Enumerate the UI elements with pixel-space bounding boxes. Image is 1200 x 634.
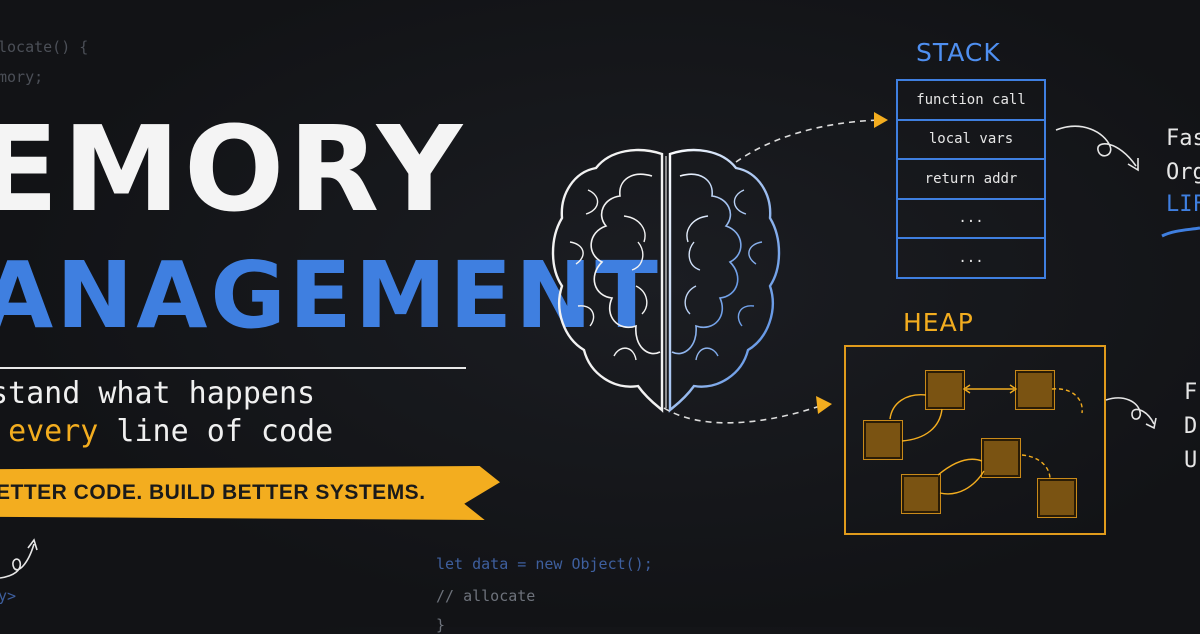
subtitle-prefix — [0, 414, 8, 449]
dashed-arrow-icon — [663, 396, 832, 424]
stack-cell: ... — [898, 200, 1044, 239]
subtitle-accent-word: every — [8, 414, 99, 449]
heap-note-3: U — [1184, 448, 1198, 473]
heap-node — [926, 371, 964, 409]
heap-links — [889, 384, 1083, 495]
stack-note-2: Org — [1166, 160, 1200, 185]
code-snippet-left: y> — [0, 587, 17, 605]
heap-node — [1038, 479, 1076, 517]
tagline-text: ETTER CODE. BUILD BETTER SYSTEMS. — [0, 481, 426, 504]
code-snippet-bottom-2: // allocate — [436, 587, 536, 605]
loop-arrow-icon — [1055, 125, 1139, 172]
subtitle-line-1: stand what happens — [0, 376, 316, 411]
code-snippet-bottom-1: let data = new Object(); — [436, 555, 653, 573]
loop-arrow-icon — [1105, 397, 1157, 430]
loop-arrow-icon — [0, 538, 38, 579]
heap-node — [864, 421, 902, 459]
dashed-arrow-icon — [735, 112, 888, 163]
brain-icon — [551, 148, 781, 413]
stack-cell: return addr — [898, 160, 1044, 200]
heap-title: HEAP — [903, 308, 974, 337]
heap-node — [1016, 371, 1054, 409]
stack-note-1: Fas — [1166, 126, 1200, 151]
code-snippet-top-2: mory; — [0, 68, 44, 86]
title-line-2: ANAGEMENT — [0, 242, 661, 349]
stack-title: STACK — [916, 38, 1001, 67]
heap-diagram — [844, 345, 1106, 535]
stack-cell: ... — [958, 249, 984, 266]
heap-node — [902, 475, 940, 513]
heap-note-1: F — [1184, 380, 1198, 405]
stack-diagram: function call local vars return addr ...… — [896, 79, 1046, 279]
title-divider — [0, 367, 466, 369]
stack-note-3: LIF — [1166, 192, 1200, 217]
stack-cell: function call — [898, 81, 1044, 121]
subtitle-suffix: line of code — [98, 414, 334, 449]
title-line-1: EMORY — [0, 100, 467, 238]
heap-node — [982, 439, 1020, 477]
subtitle-line-2: every line of code — [0, 414, 333, 449]
heap-note-2: D — [1184, 414, 1198, 439]
stack-cell: local vars — [898, 121, 1044, 160]
code-snippet-top-1: locate() { — [0, 38, 89, 56]
underline-stroke — [1161, 226, 1200, 238]
code-snippet-bottom-3: } — [436, 616, 446, 634]
tagline-banner — [0, 466, 500, 520]
